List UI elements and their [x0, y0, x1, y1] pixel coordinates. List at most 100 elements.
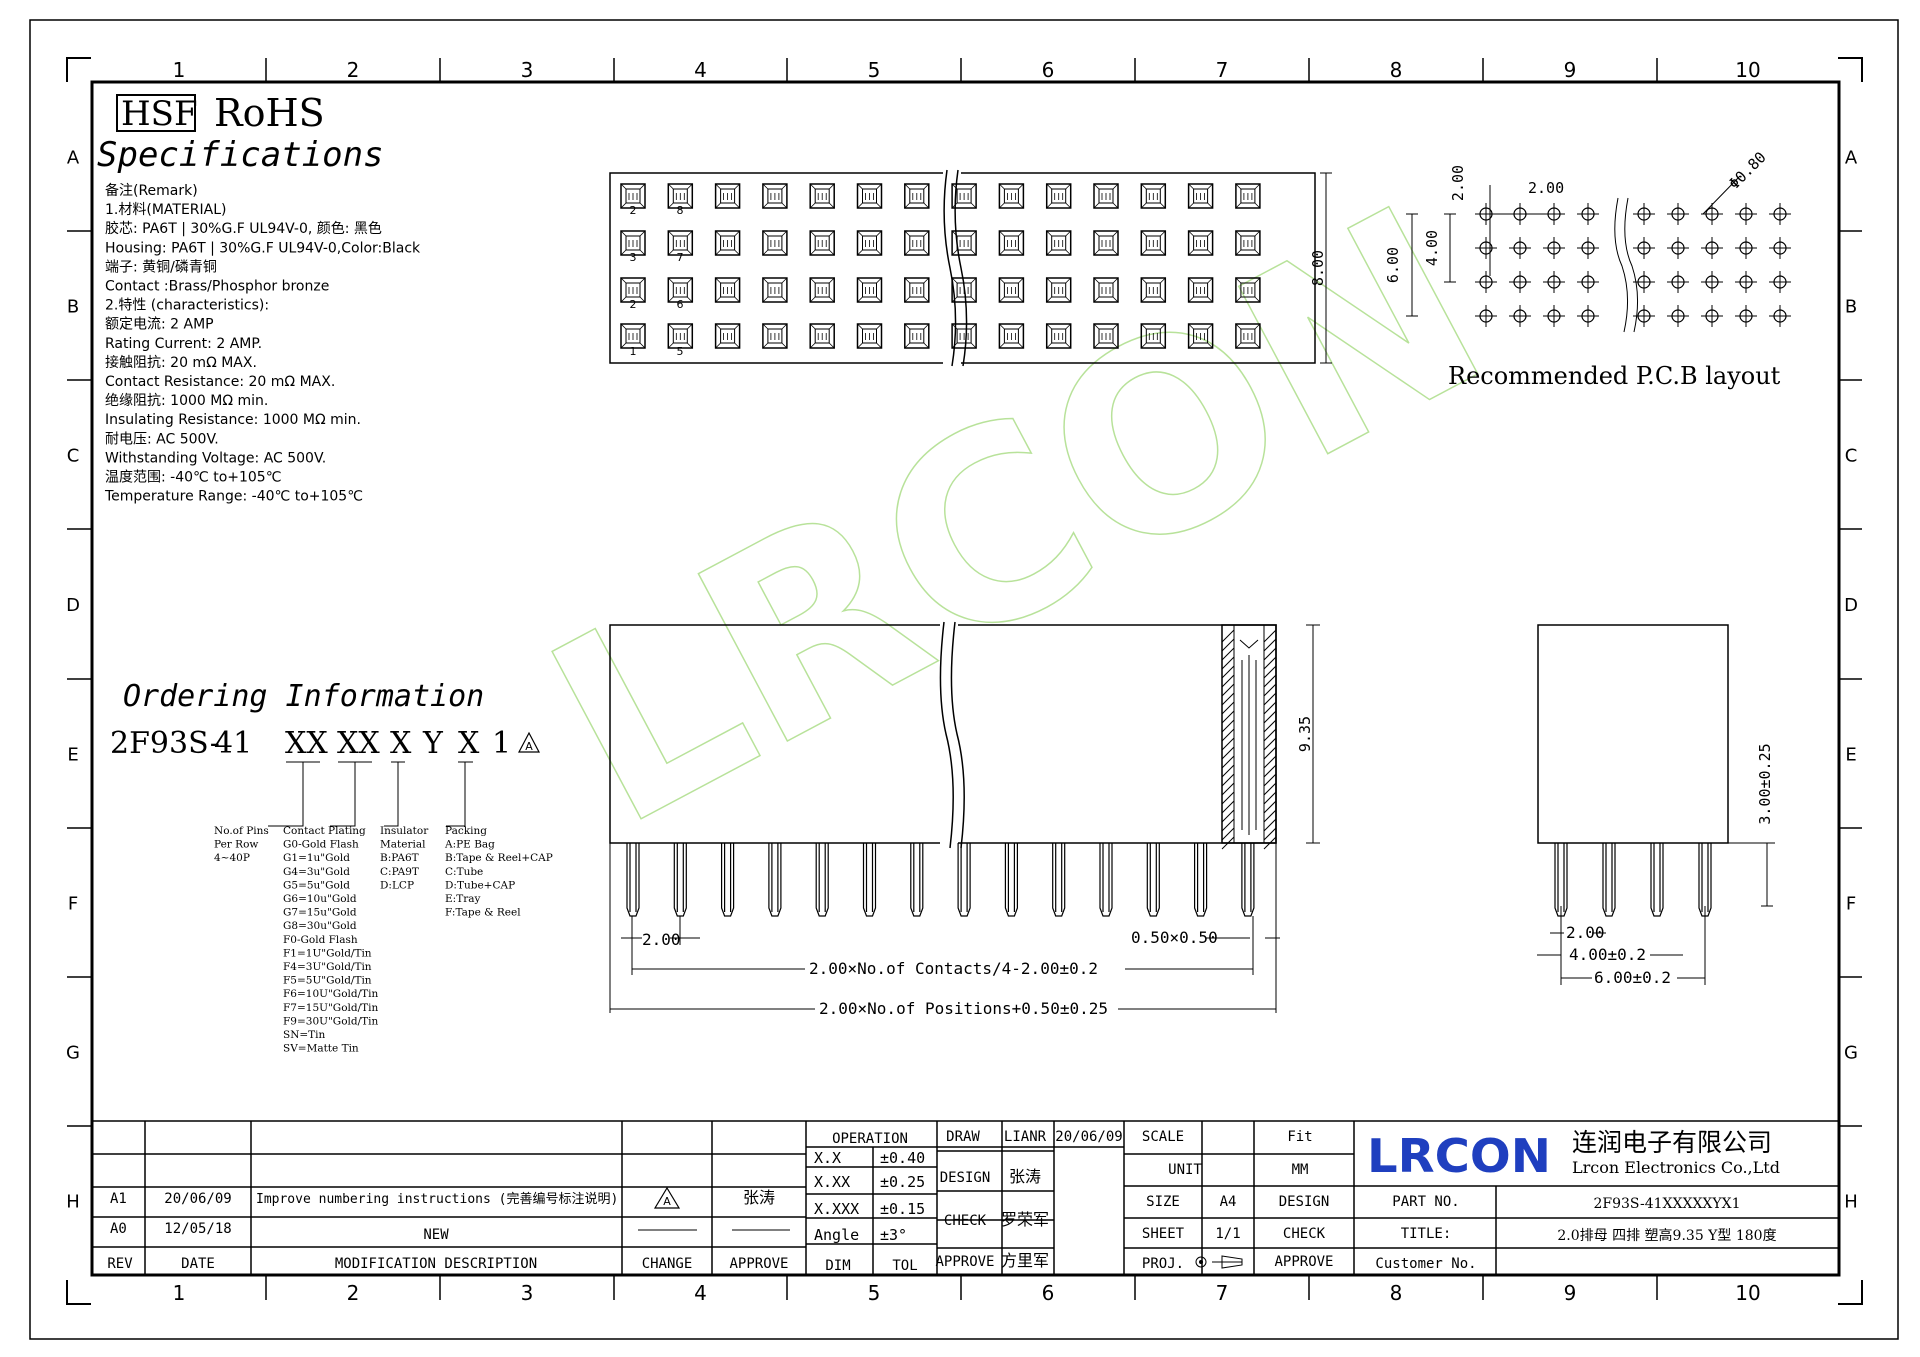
draw-name: LIANR — [1004, 1129, 1047, 1145]
top-pin-cell — [1045, 230, 1072, 256]
pin-number-label: 7 — [677, 251, 684, 264]
order-code-segment: 1 — [492, 726, 511, 761]
pcb-caption: Recommended P.C.B layout — [1448, 362, 1781, 390]
grid-col-label-top: 2 — [347, 58, 360, 82]
unit-label: UNIT — [1168, 1162, 1202, 1178]
approve-name: 方里军 — [1001, 1251, 1049, 1270]
end-dim-2-00: 2.00 — [1566, 923, 1605, 942]
top-pin-cell — [856, 230, 883, 256]
top-pin-cell — [1187, 323, 1214, 349]
pcb-hole — [1543, 203, 1565, 225]
ordering-option-text: G1=1u"Gold — [283, 852, 350, 864]
grid-row-label-left: A — [67, 148, 80, 169]
grid-row-label-right: F — [1846, 894, 1856, 915]
top-pin-cell — [1187, 277, 1214, 303]
spec-line: 额定电流: 2 AMP — [105, 317, 214, 333]
spec-line: 2.特性 (characteristics): — [105, 298, 269, 314]
pin-number-label: 2 — [630, 204, 637, 217]
ordering-option-text: E:Tray — [445, 893, 480, 905]
spec-line: 端子: 黄铜/磷青铜 — [105, 258, 217, 275]
tolerance-value: ±0.25 — [880, 1173, 925, 1191]
pcb-hole — [1735, 237, 1757, 259]
pcb-hole — [1543, 271, 1565, 293]
front-view: 9.35 2.00 0.50×0.50 2.00×No.of Contacts/… — [609, 620, 1320, 1018]
top-pin-cell — [951, 323, 977, 349]
front-pin — [1241, 843, 1255, 917]
top-pin-cell — [1093, 323, 1119, 349]
unit-value: MM — [1292, 1162, 1309, 1178]
grid-row-label-right: C — [1845, 446, 1858, 467]
order-code-segment: XX — [337, 726, 380, 761]
front-pin — [1052, 843, 1066, 917]
grid-row-label-right: B — [1845, 297, 1857, 318]
rev-row-desc: Improve numbering instructions (完善编号标注说明… — [256, 1191, 618, 1207]
top-pin-cell — [620, 230, 646, 256]
pcb-hole — [1769, 305, 1791, 327]
end-dim-4-00: 4.00±0.2 — [1569, 945, 1646, 964]
pcb-hole — [1509, 237, 1531, 259]
pin-number-label: 1 — [630, 345, 637, 358]
grid-row-label-left: B — [67, 297, 79, 318]
ordering-option-text: F4=3U"Gold/Tin — [283, 961, 372, 973]
sheet-label: SHEET — [1142, 1226, 1185, 1242]
rev-row-desc: NEW — [423, 1227, 449, 1243]
order-code-segment: Y — [422, 726, 444, 761]
ordering-option-text: F6=10U"Gold/Tin — [283, 988, 378, 1000]
top-pin-cell — [1140, 183, 1167, 209]
top-pin-cell — [1045, 183, 1072, 209]
top-pin-cell — [620, 183, 646, 209]
pcb-hole — [1701, 305, 1723, 327]
tolerance-label: X.X — [814, 1149, 841, 1167]
end-pin — [1650, 843, 1664, 917]
spec-line: 1.材料(MATERIAL) — [105, 202, 226, 218]
pcb-hole — [1543, 305, 1565, 327]
front-pin — [1099, 843, 1113, 917]
top-pin-cell — [951, 230, 977, 256]
top-pin-cell — [1235, 323, 1261, 349]
front-pin — [1194, 843, 1208, 917]
grid-col-label-top: 4 — [694, 58, 707, 82]
pcb-hole — [1735, 203, 1757, 225]
dim-9-35: 9.35 — [1296, 716, 1314, 752]
tolerance-label: X.XXX — [814, 1200, 859, 1218]
pcb-hole — [1701, 237, 1723, 259]
pcb-hole — [1769, 237, 1791, 259]
top-pin-cell — [998, 277, 1025, 303]
pin-number-label: 5 — [677, 345, 684, 358]
top-pin-cell — [856, 277, 883, 303]
rev-header-change: CHANGE — [642, 1256, 693, 1272]
grid-row-label-left: H — [66, 1192, 80, 1213]
pcb-hole — [1633, 203, 1655, 225]
front-pin — [626, 843, 640, 917]
spec-line: Temperature Range: -40℃ to+105℃ — [104, 489, 363, 505]
ordering-option-text: Per Row — [214, 839, 258, 851]
scale-value: Fit — [1287, 1129, 1312, 1145]
tolerance-value: ±0.40 — [880, 1149, 925, 1167]
top-pin-cell — [998, 230, 1025, 256]
front-pin — [1004, 843, 1018, 917]
rev-row-approve: 张涛 — [743, 1188, 775, 1207]
company-logo: LRCON — [1367, 1129, 1551, 1183]
part-no-label: PART NO. — [1392, 1194, 1459, 1210]
grid-row-label-right: E — [1845, 745, 1856, 766]
customer-no-label: Customer No. — [1375, 1256, 1476, 1272]
watermark: LRCON — [507, 151, 1528, 885]
grid-col-label-top: 5 — [868, 58, 881, 82]
top-pin-cell — [1235, 277, 1261, 303]
top-pin-cell — [1093, 183, 1119, 209]
front-pin — [815, 843, 829, 917]
order-code-segment: 41 — [214, 726, 252, 761]
pcb-hole — [1667, 203, 1689, 225]
grid-row-label-left: G — [66, 1043, 80, 1064]
pcb-hole — [1769, 203, 1791, 225]
end-pin — [1602, 843, 1616, 917]
rev-header-approve: APPROVE — [729, 1256, 788, 1272]
order-code-segment: X — [390, 726, 412, 761]
check2-label: CHECK — [1283, 1226, 1326, 1242]
revision-mark: A — [525, 740, 533, 753]
order-code-segment: XX — [285, 726, 328, 761]
